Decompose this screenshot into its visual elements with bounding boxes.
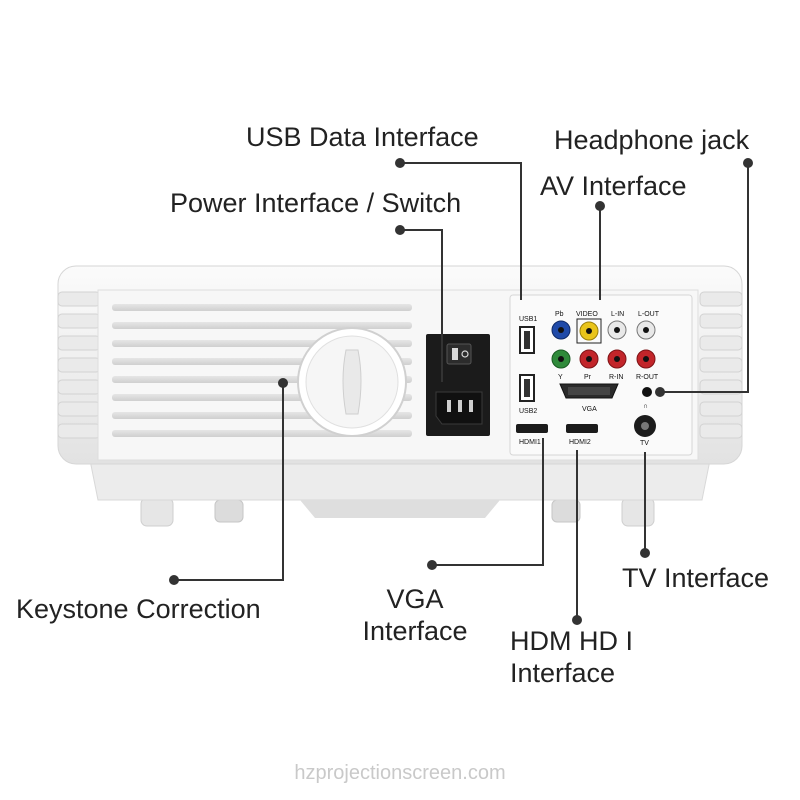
usb1-label: USB1 — [519, 316, 537, 323]
video-label: VIDEO — [576, 311, 598, 318]
vga-callout: VGA Interface — [352, 583, 478, 647]
side-ribs-left — [57, 291, 101, 439]
projector-underside — [300, 500, 500, 518]
pb-label: Pb — [555, 311, 564, 318]
l-out-label: L-OUT — [638, 311, 660, 318]
leader-lines — [174, 162, 749, 620]
y-label: Y — [558, 374, 563, 381]
usb2-label: USB2 — [519, 408, 537, 415]
vga-label: VGA — [582, 406, 597, 413]
pr-label: Pr — [584, 374, 592, 381]
projector-base — [89, 459, 711, 501]
headphone-icon: ∩ — [643, 403, 648, 410]
av-callout: AV Interface — [540, 171, 687, 201]
headphone-callout: Headphone jack — [554, 125, 750, 155]
hdmi2-port — [566, 424, 598, 433]
hdmi2-label: HDMI2 — [569, 439, 591, 446]
hdmi-callout-line1: HDM HD I — [510, 626, 633, 656]
hdmi1-label: HDMI1 — [519, 439, 541, 446]
vga-callout-line2: Interface — [362, 616, 468, 646]
r-out-label: R-OUT — [636, 374, 659, 381]
keystone-callout: Keystone Correction — [16, 594, 261, 624]
keystone-knob — [297, 327, 407, 437]
headphone-jack — [642, 387, 652, 397]
hdmi-callout: HDM HD I Interface — [510, 625, 633, 689]
hdmi1-port — [516, 424, 548, 433]
power-callout: Power Interface / Switch — [170, 188, 462, 218]
power-module — [426, 334, 490, 436]
tv-callout: TV Interface — [622, 563, 770, 593]
power-switch-icon — [452, 348, 458, 360]
side-ribs-right — [699, 291, 743, 439]
usb-callout: USB Data Interface — [246, 122, 479, 152]
vga-callout-line1: VGA — [386, 584, 444, 614]
hdmi-callout-line2: Interface — [510, 658, 616, 688]
leader-dots — [169, 158, 753, 625]
io-panel: USB1 USB2 Pb VIDEO L-IN L-OUT Y Pr R-IN … — [509, 294, 693, 456]
l-in-label: L-IN — [611, 311, 624, 318]
watermark: hzprojectionscreen.com — [294, 762, 506, 784]
r-in-label: R-IN — [609, 374, 623, 381]
tv-label: TV — [640, 440, 649, 447]
